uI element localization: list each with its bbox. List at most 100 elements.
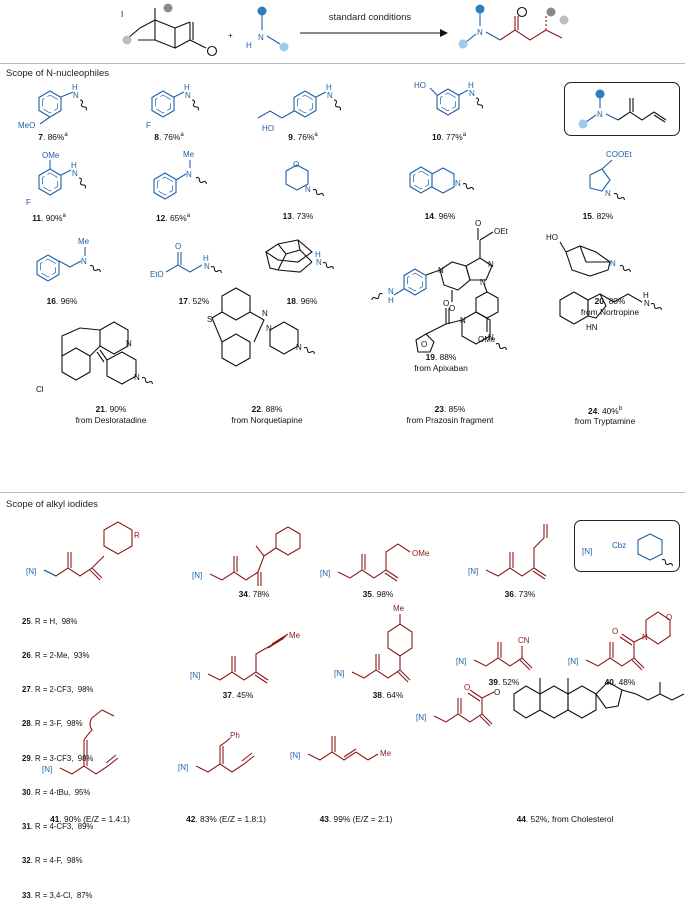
arrow-label: standard conditions	[328, 12, 412, 23]
svg-text:Me: Me	[78, 237, 90, 246]
svg-text:[N]: [N]	[416, 713, 426, 722]
svg-text:COOEt: COOEt	[606, 150, 633, 159]
svg-text:OMe: OMe	[478, 335, 496, 344]
caption-23: 23. 85%from Prazosin fragment	[406, 404, 494, 425]
svg-text:H: H	[72, 83, 78, 92]
r-row: 25. R = H, 98%	[22, 616, 78, 626]
svg-text:F: F	[26, 198, 31, 207]
svg-text:MeO: MeO	[18, 121, 35, 130]
svg-text:O: O	[464, 683, 470, 692]
svg-text:HO: HO	[414, 81, 426, 90]
svg-text:[N]: [N]	[42, 765, 52, 774]
svg-text:[N]: [N]	[568, 657, 578, 666]
svg-text:[N]: [N]	[192, 571, 202, 580]
svg-text:N: N	[258, 33, 264, 42]
caption-21: 21. 90%from Desloratadine	[75, 404, 147, 425]
caption-22: 22. 88%from Norquetiapine	[231, 404, 303, 425]
svg-text:H: H	[246, 41, 252, 50]
svg-text:Me: Me	[393, 604, 405, 613]
svg-text:O: O	[293, 160, 299, 169]
r-row: 32. R = 4-F, 98%	[22, 856, 83, 866]
amine-reactant: N H	[246, 6, 289, 52]
caption-18: 18. 96%	[286, 296, 318, 306]
caption-11: 11. 90%a	[32, 212, 66, 223]
svg-text:F: F	[146, 121, 151, 130]
svg-text:Cl: Cl	[36, 385, 44, 394]
grey-substituent-ball-2	[122, 35, 132, 45]
caption-12: 12. 65%a	[155, 212, 191, 223]
caption-37: 37. 45%	[222, 690, 254, 700]
svg-text:N: N	[455, 179, 461, 188]
svg-text:[N]: [N]	[582, 547, 592, 556]
svg-text:N: N	[134, 373, 140, 382]
n-definition-box	[574, 520, 680, 572]
caption-36: 36. 73%	[504, 589, 536, 599]
caption-17: 17. 52%	[178, 296, 210, 306]
svg-text:N: N	[72, 169, 78, 178]
caption-9: 9. 76%a	[288, 131, 318, 142]
caption-38: 38. 64%	[372, 690, 404, 700]
r-row: 29. R = 3-CF3, 98%	[22, 753, 94, 763]
svg-text:[N]: [N]	[190, 671, 200, 680]
caption-13: 13. 73%	[282, 211, 314, 221]
caption-34: 34. 78%	[238, 589, 270, 599]
svg-text:O: O	[475, 219, 481, 228]
svg-text:N: N	[488, 260, 494, 269]
caption-39: 39. 52%	[488, 677, 520, 687]
svg-text:N: N	[469, 89, 475, 98]
nucleophile-structures: MeO H N F H N HO H N HO H N N OMe F H N …	[18, 81, 667, 394]
r-row: 27. R = 2-CF3, 98%	[22, 685, 94, 695]
svg-text:N: N	[388, 287, 394, 296]
svg-text:N: N	[266, 324, 272, 333]
general-product-icon	[585, 97, 667, 123]
caption-10: 10. 77%a	[431, 131, 467, 142]
svg-text:N: N	[642, 633, 648, 642]
r-row: 28. R = 3-F, 98%	[22, 719, 83, 729]
svg-text:N: N	[73, 91, 79, 100]
svg-text:HO: HO	[546, 233, 558, 242]
svg-text:O: O	[612, 627, 618, 636]
atom-iodine: I	[121, 10, 123, 19]
caption-16: 16. 96%	[46, 296, 78, 306]
r-row: 30. R = 4-tBu, 95%	[22, 787, 91, 797]
svg-text:H: H	[326, 83, 332, 92]
caption-20: 20. 80%from Nortropine	[580, 296, 640, 317]
svg-text:H: H	[184, 83, 190, 92]
r-row: 31. R = 4-CF3, 89%	[22, 822, 94, 832]
svg-text:H: H	[468, 81, 474, 90]
iodide-structures: [N] R [N] [N] OMe [N] [N] Cbz [N]	[26, 521, 685, 775]
svg-text:OMe: OMe	[42, 151, 60, 160]
caption-44: 44. 52%, from Cholesterol	[516, 814, 614, 824]
svg-text:Ph: Ph	[230, 731, 240, 740]
svg-text:N: N	[438, 266, 444, 275]
svg-text:H: H	[643, 291, 649, 300]
svg-text:N: N	[488, 333, 494, 342]
svg-text:H: H	[388, 296, 394, 305]
scheme-product	[465, 12, 563, 43]
svg-text:N: N	[185, 91, 191, 100]
svg-text:N: N	[316, 258, 322, 267]
svg-text:CN: CN	[518, 636, 530, 645]
open-substituent-ball	[206, 45, 218, 57]
svg-text:N: N	[296, 343, 302, 352]
svg-text:N: N	[126, 339, 132, 348]
caption-35: 35. 98%	[362, 589, 394, 599]
svg-text:Me: Me	[183, 150, 195, 159]
svg-text:S: S	[207, 315, 212, 324]
caption-41: 41. 90% (E/Z = 1.4:1)	[50, 814, 130, 824]
caption-7: 7. 86%a	[38, 131, 68, 142]
svg-text:HO: HO	[262, 124, 274, 133]
section-divider-2	[0, 492, 685, 493]
svg-text:[N]: [N]	[290, 751, 300, 760]
svg-text:R: R	[134, 531, 140, 540]
svg-text:Me: Me	[380, 749, 392, 758]
svg-text:N: N	[644, 299, 650, 308]
svg-text:O: O	[443, 299, 449, 308]
r-row: 26. R = 2-Me, 93%	[22, 651, 90, 661]
alkyl-iodide-reactant	[127, 8, 207, 49]
svg-text:N: N	[610, 259, 616, 268]
svg-text:EtO: EtO	[150, 270, 164, 279]
svg-text:O: O	[175, 242, 181, 251]
svg-text:OMe: OMe	[412, 549, 430, 558]
